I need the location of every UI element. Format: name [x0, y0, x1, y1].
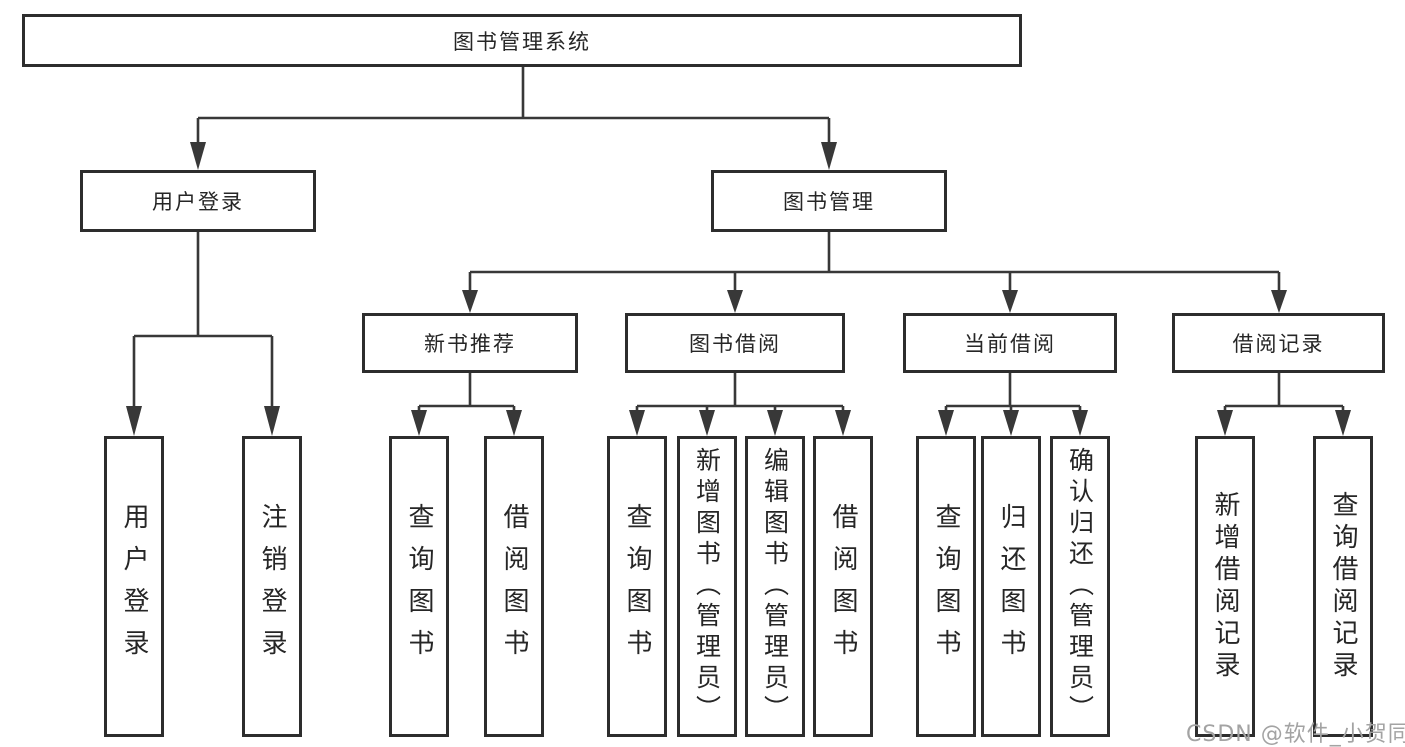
leaf-label: 归还图书 [996, 502, 1026, 671]
node-library-management-system: 图书管理系统 [22, 14, 1022, 67]
leaf-add-books-admin: 新增图书（管理员） [677, 436, 737, 737]
leaf-add-borrow-record: 新增借阅记录 [1195, 436, 1255, 737]
leaf-user-login: 用户登录 [104, 436, 164, 737]
leaf-label: 查询借阅记录 [1328, 490, 1358, 683]
arrowhead [190, 142, 206, 170]
leaf-query-books-borrowing: 查询图书 [607, 436, 667, 737]
leaf-label: 新增借阅记录 [1210, 490, 1240, 683]
leaf-label: 新增图书（管理员） [692, 447, 722, 726]
node-book-borrowing: 图书借阅 [625, 313, 845, 373]
arrowhead [821, 142, 837, 170]
leaf-label: 查询图书 [622, 502, 652, 671]
node-new-book-recommendation: 新书推荐 [362, 313, 578, 373]
leaf-confirm-return-admin: 确认归还（管理员） [1050, 436, 1110, 737]
node-book-management: 图书管理 [711, 170, 947, 232]
leaf-label: 注销登录 [257, 502, 287, 671]
csdn-watermark: CSDN @软件_小贺同学 [1186, 722, 1405, 747]
leaf-label: 编辑图书（管理员） [760, 447, 790, 726]
node-current-borrowing: 当前借阅 [903, 313, 1117, 373]
leaf-query-borrow-record: 查询借阅记录 [1313, 436, 1373, 737]
leaf-return-books: 归还图书 [981, 436, 1041, 737]
leaf-logout: 注销登录 [242, 436, 302, 737]
leaf-borrow-books: 借阅图书 [813, 436, 873, 737]
node-borrowing-records: 借阅记录 [1172, 313, 1385, 373]
leaf-label: 借阅图书 [499, 502, 529, 671]
leaf-query-books-recommend: 查询图书 [389, 436, 449, 737]
leaf-query-books-current: 查询图书 [916, 436, 976, 737]
leaf-label: 查询图书 [404, 502, 434, 671]
leaf-label: 确认归还（管理员） [1065, 447, 1095, 726]
leaf-label: 借阅图书 [828, 502, 858, 671]
leaf-borrow-books-recommend: 借阅图书 [484, 436, 544, 737]
leaf-label: 查询图书 [931, 502, 961, 671]
leaf-edit-books-admin: 编辑图书（管理员） [745, 436, 805, 737]
node-user-login: 用户登录 [80, 170, 316, 232]
leaf-label: 用户登录 [119, 502, 149, 671]
